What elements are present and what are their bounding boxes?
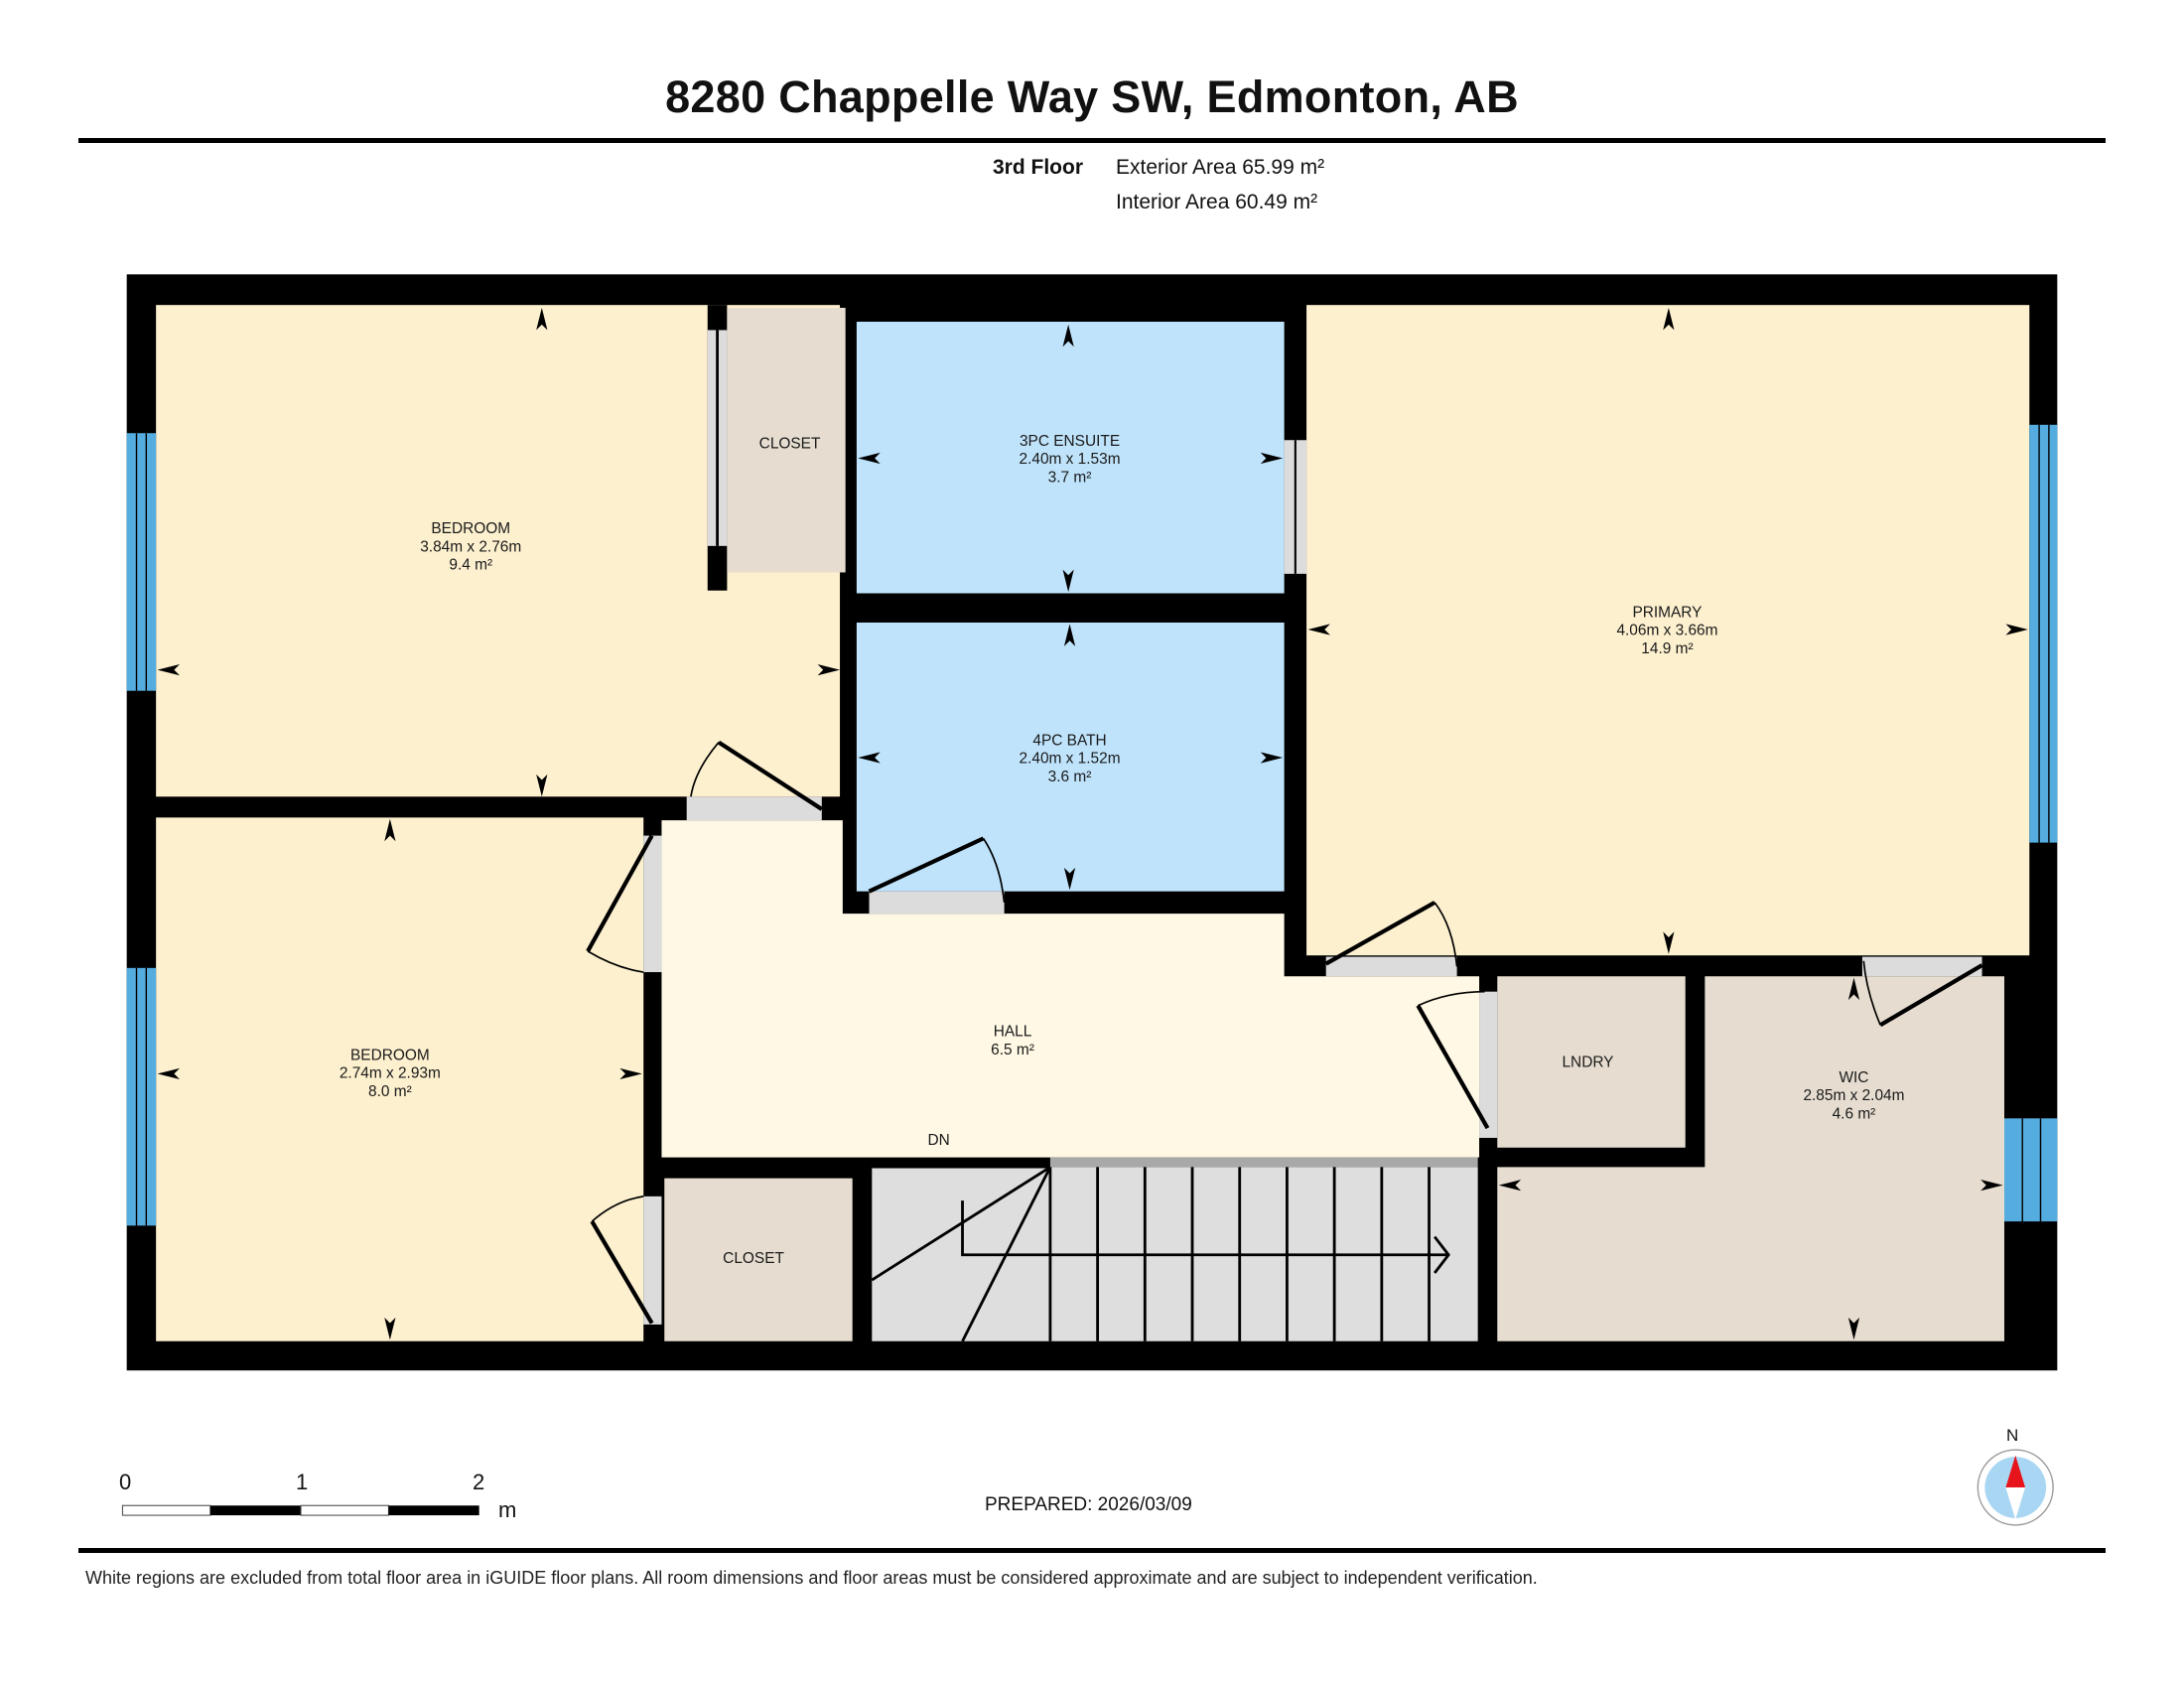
room-area: 3.6 m² — [1048, 769, 1092, 785]
scale-tick-0: 0 — [119, 1470, 132, 1494]
door-swing — [586, 740, 1983, 1325]
room-lndry[interactable] — [1497, 976, 1686, 1148]
room-area: 4.6 m² — [1833, 1105, 1876, 1122]
stair-treads — [871, 1166, 1450, 1342]
compass-north-label: N — [2006, 1426, 2019, 1445]
door-opening — [686, 796, 822, 821]
scale-tick-2: 2 — [473, 1470, 485, 1494]
window — [126, 433, 157, 691]
room-label: BEDROOM — [431, 520, 510, 537]
interior-area: Interior Area 60.49 m² — [1116, 191, 1318, 213]
window — [2004, 1118, 2058, 1222]
exterior-area: Exterior Area 65.99 m² — [1116, 156, 1325, 179]
door-opening — [1479, 991, 1498, 1138]
room-area: 9.4 m² — [449, 557, 492, 574]
room-label: PRIMARY — [1632, 604, 1702, 621]
room-primary[interactable] — [1306, 305, 2030, 956]
room-bath[interactable] — [856, 622, 1285, 892]
room-wic[interactable] — [1497, 976, 2005, 1341]
door-opening — [1325, 956, 1457, 977]
room-dims: 2.40m x 1.53m — [1020, 451, 1121, 468]
property-address-title: 8280 Chappelle Way SW, Edmonton, AB — [665, 71, 1519, 122]
room-area: 3.7 m² — [1048, 469, 1092, 486]
room-dims: 3.84m x 2.76m — [420, 538, 521, 555]
scale-unit: m — [498, 1497, 517, 1522]
window — [2029, 424, 2058, 843]
room-label: WIC — [1839, 1069, 1868, 1086]
room-bedroom-2[interactable] — [156, 817, 644, 1341]
room-dims: 2.85m x 2.04m — [1803, 1087, 1904, 1104]
scale-tick-1: 1 — [296, 1470, 309, 1494]
floor-label: 3rd Floor — [993, 156, 1084, 179]
door-opening — [1861, 956, 1982, 977]
room-label: HALL — [994, 1024, 1032, 1041]
room-dims: 2.74m x 2.93m — [340, 1065, 441, 1082]
room-dims: 2.40m x 1.52m — [1020, 751, 1121, 768]
room-label: 4PC BATH — [1032, 732, 1106, 749]
door-opening — [643, 1196, 662, 1325]
room-area: 6.5 m² — [991, 1042, 1034, 1058]
room-hall[interactable] — [661, 820, 1480, 1158]
room-label: CLOSET — [723, 1250, 784, 1267]
door-opening — [643, 835, 662, 973]
stair-landing-edge — [1049, 1157, 1478, 1168]
room-area: 14.9 m² — [1641, 640, 1693, 657]
room-area: 8.0 m² — [368, 1083, 412, 1100]
room-dims: 4.06m x 3.66m — [1616, 623, 1717, 639]
footer-divider — [78, 1548, 2106, 1553]
door-opening — [869, 891, 1005, 914]
room-label: LNDRY — [1562, 1054, 1613, 1070]
room-label: BEDROOM — [350, 1047, 430, 1063]
room-label: CLOSET — [759, 436, 821, 453]
compass-icon — [1977, 1449, 2054, 1526]
dimension-arrows — [157, 307, 2028, 1340]
room-closet-1[interactable] — [727, 307, 846, 573]
scale-bar — [121, 1504, 479, 1516]
header-divider — [78, 138, 2106, 143]
stairs-down-label: DN — [928, 1132, 950, 1149]
window — [126, 967, 157, 1226]
prepared-date: PREPARED: 2026/03/09 — [985, 1494, 1192, 1515]
room-closet-2[interactable] — [664, 1178, 853, 1341]
room-label: 3PC ENSUITE — [1020, 433, 1120, 450]
room-ensuite[interactable] — [856, 322, 1285, 594]
footer-disclaimer: White regions are excluded from total fl… — [85, 1568, 1538, 1588]
